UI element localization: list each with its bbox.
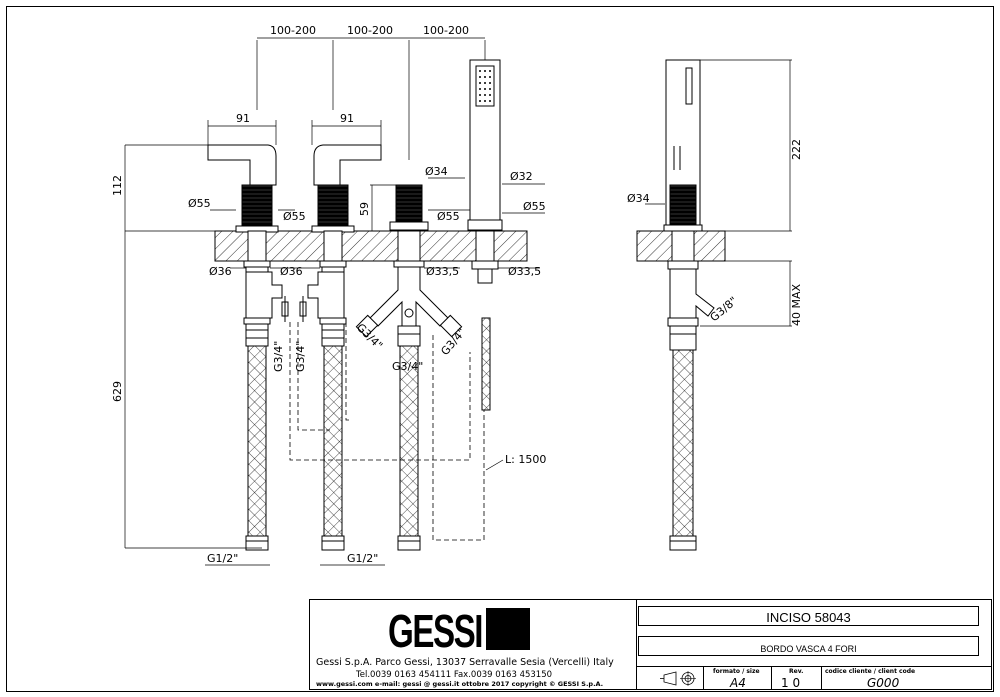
height-222-label: 222 [790, 139, 803, 160]
g34-label-2: G3/4" [294, 341, 307, 372]
hose-routes [289, 322, 485, 541]
projection-symbol-icon [660, 671, 696, 686]
side-view [636, 59, 792, 551]
d36-label-2: Ø36 [280, 265, 303, 278]
d55-label-4: Ø55 [523, 200, 546, 213]
connector-pieces [281, 296, 307, 322]
d36-label-1: Ø36 [209, 265, 232, 278]
info-row: formato / size A4 Rev. 1 0 codice client… [636, 666, 991, 690]
title-block: GESSI Gessi S.p.A. Parco Gessi, 13037 Se… [309, 599, 992, 690]
height-59-label: 59 [358, 202, 371, 216]
client-label: codice cliente / client code [825, 668, 916, 675]
d55-label-1: Ø55 [188, 197, 211, 210]
left-vertical-dims [124, 144, 396, 549]
diameter-leaders [210, 177, 665, 269]
gessi-logo: GESSI [388, 605, 538, 657]
g34-label-4: G3/4" [392, 360, 423, 373]
projection-symbol-cell [636, 667, 704, 690]
height-112-label: 112 [111, 175, 124, 196]
diverter-body [355, 184, 463, 551]
client-value: G000 [867, 676, 900, 690]
spacing-label-3: 100-200 [423, 24, 469, 37]
spacing-label-1: 100-200 [270, 24, 316, 37]
handle-width-label-1: 91 [236, 112, 250, 125]
bottom-leaders [205, 459, 504, 566]
top-dimension-labels: 100-200 100-200 100-200 91 91 [236, 24, 469, 125]
top-dimensions [207, 37, 486, 160]
thread-labels: G3/4" G3/4" G3/4" G3/4" G3/4" G1/2" G1/2… [207, 294, 740, 565]
handle-width-label-2: 91 [340, 112, 354, 125]
side-view-dims [700, 59, 792, 327]
valve-left [207, 144, 283, 551]
hose-length-label: L: 1500 [505, 453, 546, 466]
rev-cell: Rev. 1 0 [771, 667, 822, 690]
spacing-label-2: 100-200 [347, 24, 393, 37]
format-value: A4 [730, 676, 746, 690]
drawing-frame [6, 6, 994, 692]
format-label: formato / size [713, 668, 760, 675]
valve-center-left [307, 144, 382, 551]
rev-label: Rev. [789, 668, 804, 675]
logo-square [486, 608, 530, 650]
height-629-label: 629 [111, 381, 124, 402]
company-address: Gessi S.p.A. Parco Gessi, 13037 Serraval… [316, 657, 614, 668]
company-web: www.gessi.com e-mail: gessi @ gessi.it o… [316, 680, 604, 688]
side-view-labels: 222 40 MAX [790, 139, 803, 326]
client-cell: codice cliente / client code G000 [821, 667, 991, 690]
d34-label: Ø34 [425, 165, 448, 178]
product-desc-box: BORDO VASCA 4 FORI [638, 636, 979, 656]
format-cell: formato / size A4 [703, 667, 772, 690]
d34-side-label: Ø34 [627, 192, 650, 205]
g34-label-5: G3/4" [438, 326, 468, 358]
d32-label: Ø32 [510, 170, 533, 183]
g12-label-1: G1/2" [207, 552, 238, 565]
d55-label-2: Ø55 [283, 210, 306, 223]
depth-max-label: 40 MAX [790, 283, 803, 326]
g34-label-1: G3/4" [272, 341, 285, 372]
d33-5-label-2: Ø33,5 [508, 265, 541, 278]
company-phone: Tel.0039 0163 454111 Fax.0039 0163 45315… [356, 670, 553, 680]
d55-label-3: Ø55 [437, 210, 460, 223]
product-code: INCISO 58043 [766, 610, 851, 625]
hand-shower [467, 59, 503, 411]
product-code-box: INCISO 58043 [638, 606, 979, 626]
d33-5-label-1: Ø33,5 [426, 265, 459, 278]
company-area: GESSI Gessi S.p.A. Parco Gessi, 13037 Se… [310, 600, 637, 689]
left-vertical-labels: 112 629 59 [111, 175, 371, 402]
rev-value: 1 0 [781, 676, 801, 690]
logo-wordmark: GESSI [388, 605, 483, 657]
g12-label-2: G1/2" [347, 552, 378, 565]
product-description: BORDO VASCA 4 FORI [760, 644, 857, 654]
deck-section [125, 230, 528, 262]
